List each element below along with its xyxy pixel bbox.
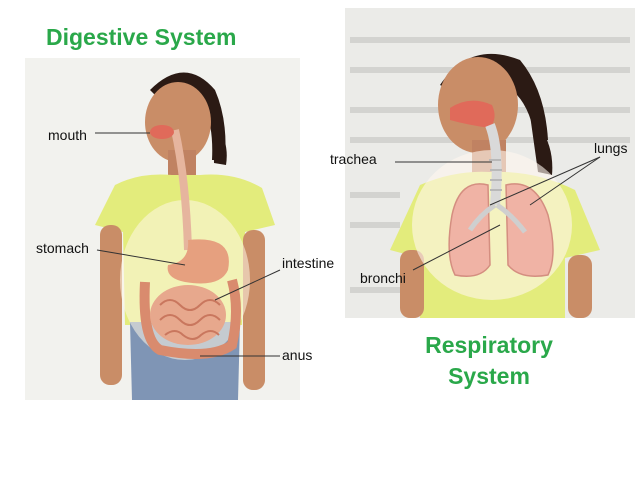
label-mouth: mouth	[48, 127, 87, 143]
esophagus	[171, 129, 192, 251]
label-anus: anus	[282, 347, 313, 363]
label-stomach: stomach	[36, 240, 89, 256]
stomach-leader	[96, 249, 186, 266]
ponytail-right	[530, 115, 553, 175]
nasal-cavity	[450, 100, 495, 128]
right-lung	[505, 183, 554, 277]
lungs-leader-a	[489, 156, 601, 206]
label-lungs: lungs	[594, 140, 628, 156]
lungs-leader-b	[529, 156, 601, 206]
label-trachea: trachea	[330, 151, 377, 167]
large-intestine	[139, 278, 241, 359]
trachea-rings	[489, 159, 502, 191]
intestine-leader	[214, 269, 281, 301]
small-intestine-coils	[159, 299, 221, 340]
mouth-cavity	[150, 125, 174, 139]
left-lung	[448, 183, 491, 277]
label-intestine: intestine	[282, 255, 335, 271]
ponytail-left	[213, 120, 227, 165]
stomach-organ	[167, 239, 229, 284]
girl-head-left	[145, 82, 211, 162]
bronchi-organ	[467, 202, 527, 234]
digestive-system-title: Digestive System	[46, 24, 237, 50]
respiratory-panel	[345, 8, 635, 318]
bronchi-leader	[412, 224, 501, 271]
trachea-organ	[485, 123, 502, 206]
label-bronchi: bronchi	[360, 270, 406, 286]
digestive-panel	[25, 58, 300, 400]
respiratory-title-line1: Respiratory	[425, 332, 553, 358]
respiratory-system-title: Respiratory System	[404, 330, 574, 392]
girl-arm-left-a	[100, 225, 122, 385]
girl-arm-right-b	[568, 255, 592, 318]
respiratory-title-line2: System	[448, 363, 530, 389]
